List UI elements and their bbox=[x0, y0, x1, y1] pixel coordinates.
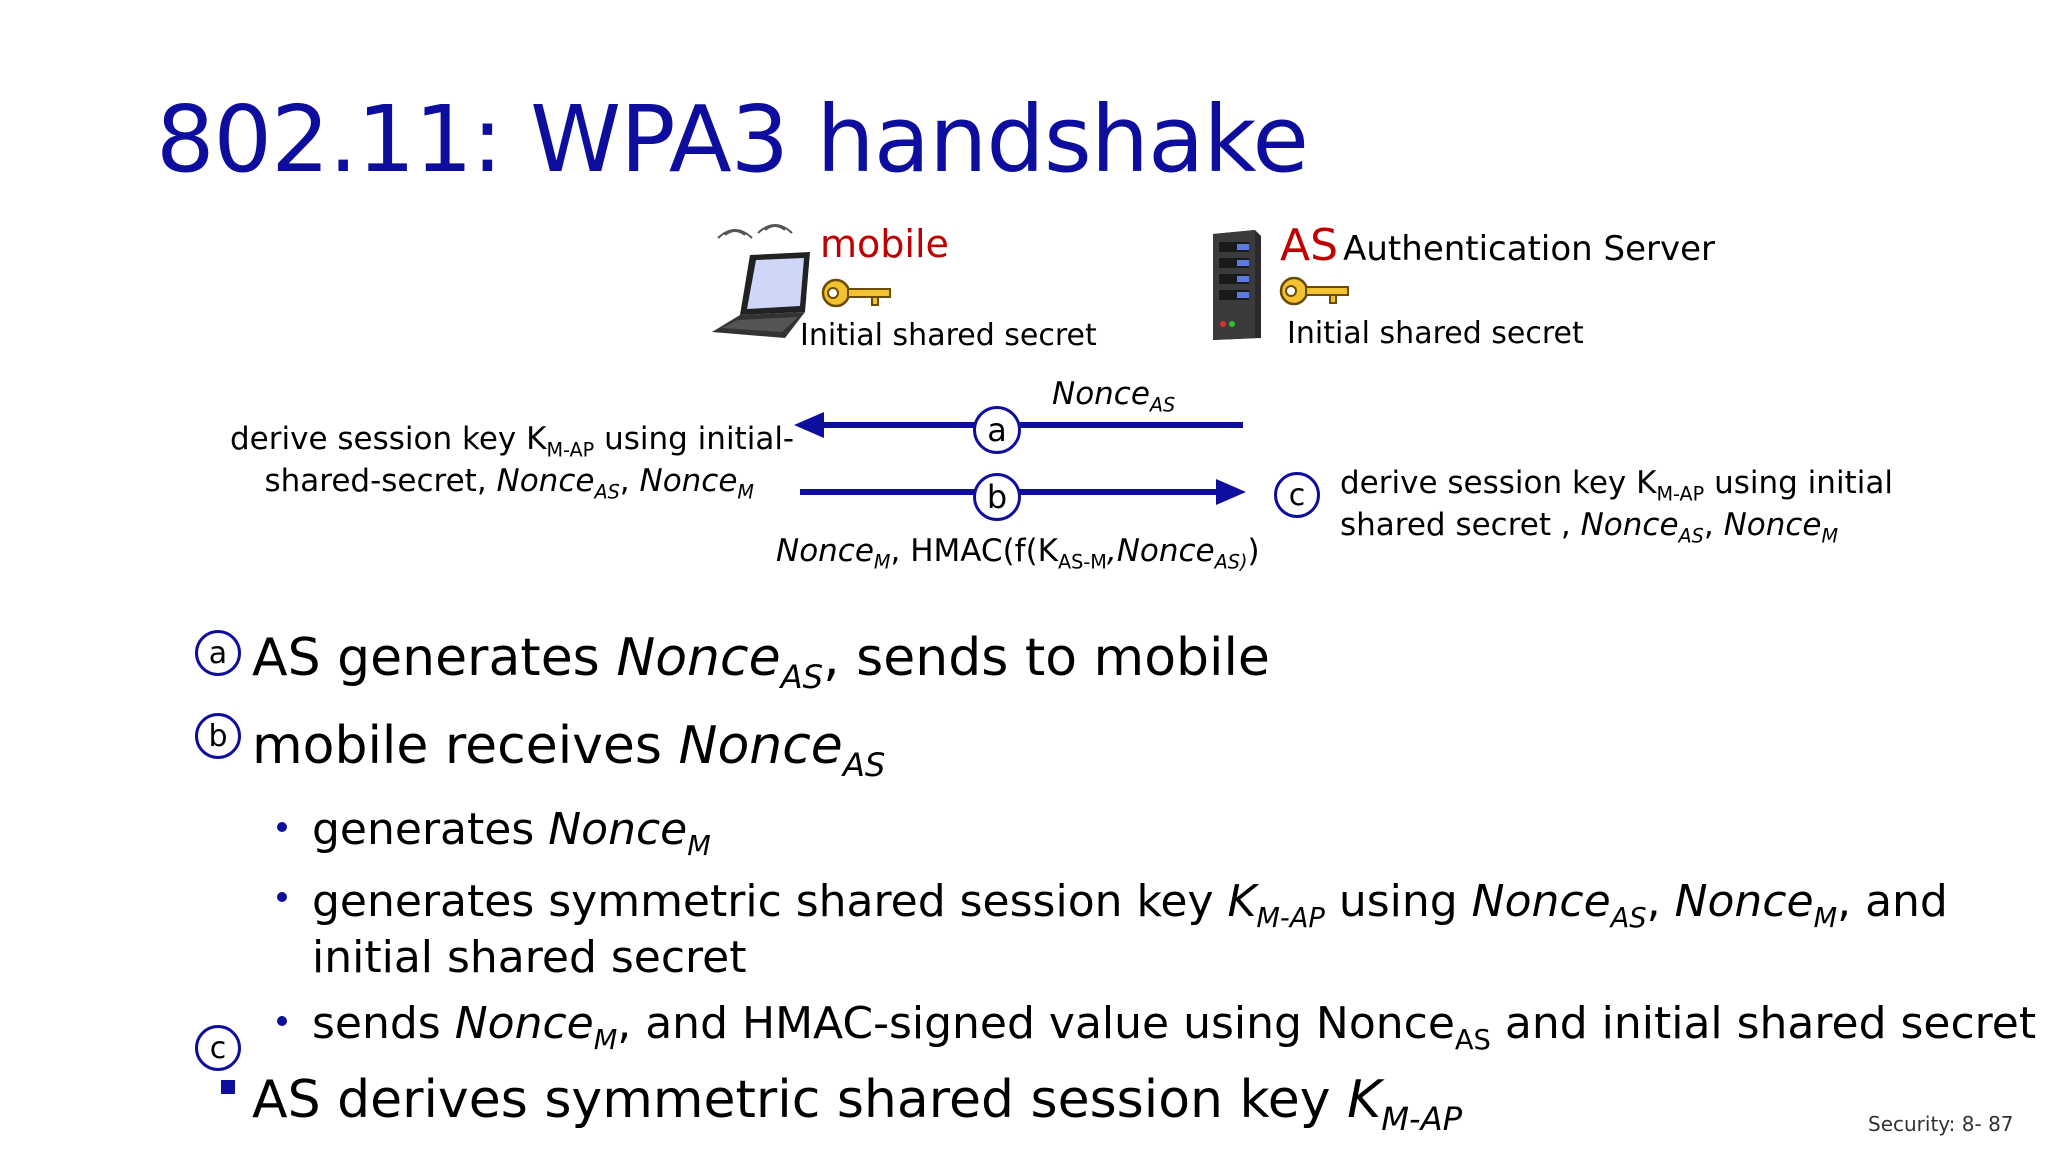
sub-bullet-dot bbox=[277, 892, 287, 902]
right-note-line1: derive session key KM-AP using initial bbox=[1340, 465, 1893, 506]
sub-bullet-3: sends NonceM, and HMAC-signed value usin… bbox=[312, 998, 2037, 1056]
left-note-line2: shared-secret, NonceAS, NonceM bbox=[264, 463, 754, 504]
bullet-a-marker: a bbox=[195, 630, 241, 676]
bullet-c: AS derives symmetric shared session key … bbox=[252, 1070, 1463, 1138]
right-note: derive session key KM-AP using initial s… bbox=[1340, 462, 1893, 546]
step-a-marker: a bbox=[973, 406, 1021, 454]
server-icon bbox=[1213, 230, 1261, 340]
sub-bullet-dot bbox=[277, 822, 287, 832]
square-bullet-icon bbox=[221, 1080, 235, 1094]
mobile-secret-label: Initial shared secret bbox=[800, 318, 1097, 353]
bullet-b-marker: b bbox=[195, 713, 241, 759]
left-note: derive session key KM-AP using initial- … bbox=[230, 418, 795, 504]
key-icon bbox=[1279, 276, 1349, 306]
server-secret-label: Initial shared secret bbox=[1287, 316, 1584, 351]
server-abbr: AS bbox=[1280, 220, 1339, 271]
sub-bullet-dot bbox=[277, 1016, 287, 1026]
server-label: AS Authentication Server bbox=[1280, 220, 1715, 271]
bullet-b: mobile receives NonceAS bbox=[252, 716, 886, 784]
right-note-line2: shared secret , NonceAS, NonceM bbox=[1340, 507, 1839, 548]
laptop-icon bbox=[712, 224, 810, 338]
arrow-b-label: NonceM, HMAC(f(KAS-M,NonceAS)) bbox=[776, 533, 1260, 574]
step-c-marker: c bbox=[1274, 472, 1320, 518]
arrow-b-head bbox=[1216, 479, 1246, 505]
arrow-a-label: NonceAS bbox=[1052, 376, 1176, 417]
key-icon bbox=[821, 278, 891, 308]
slide-footer: Security: 8- 87 bbox=[1868, 1112, 2014, 1136]
mobile-label: mobile bbox=[820, 222, 949, 266]
server-name: Authentication Server bbox=[1343, 229, 1716, 269]
sub-bullet-2: generates symmetric shared session key K… bbox=[312, 876, 1948, 983]
bullet-c-marker: c bbox=[195, 1025, 241, 1071]
left-note-line1: derive session key KM-AP using initial- bbox=[230, 421, 795, 462]
step-b-marker: b bbox=[973, 473, 1021, 521]
bullet-a: AS generates NonceAS, sends to mobile bbox=[252, 628, 1270, 696]
slide-title: 802.11: WPA3 handshake bbox=[156, 86, 1309, 193]
arrow-a-head bbox=[794, 412, 824, 438]
sub-bullet-1: generates NonceM bbox=[312, 804, 711, 862]
